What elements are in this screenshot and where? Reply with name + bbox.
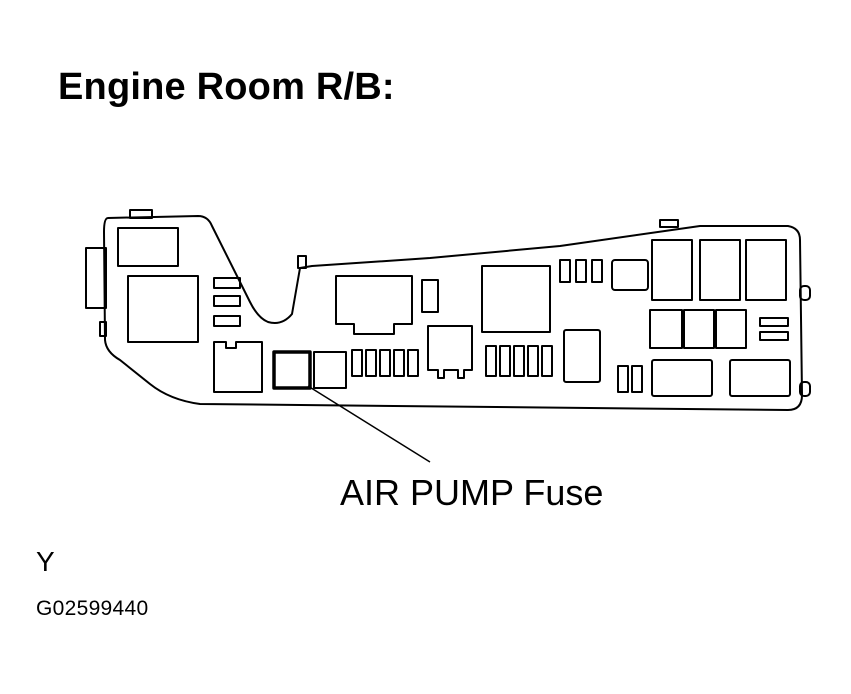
mini-fuse-1 [351,349,363,377]
mini-fuse-9 [527,345,539,377]
fuse-right-mini-2 [759,331,789,341]
fuse-small-1 [213,277,241,289]
figure-code: Y [36,546,55,577]
air-pump-fuse-label: AIR PUMP Fuse [340,472,604,513]
mini-fuse-3 [379,349,391,377]
mini-fuse-8 [513,345,525,377]
fuse-right-mini-1 [759,317,789,327]
fuse-wide-top-right [611,259,649,291]
fuse-next-to-air-pump [313,351,347,389]
air-pump-fuse [272,350,312,390]
connector-center [427,325,473,379]
housing-left-bracket [85,247,107,309]
relay-right-mid-2 [683,309,715,349]
fuse-bottom-right-2 [631,365,643,393]
relay-bottom-right-2 [729,359,791,397]
relay-right-mid-3 [715,309,747,349]
mini-fuse-7 [499,345,511,377]
housing-tab-top-right [659,219,679,228]
mini-fuse-10 [541,345,553,377]
relay-right-1 [651,239,693,301]
mini-fuse-2 [365,349,377,377]
relay-center [335,275,413,335]
relay-bottom-left [213,341,263,393]
mini-fuse-12 [575,259,587,283]
relay-right-2 [699,239,741,301]
figure-id: G02599440 [36,597,149,620]
relay-bottom-right-1 [651,359,713,397]
relay-block-outline [103,215,803,411]
housing-right-pin-top [799,285,811,301]
mini-fuse-11 [559,259,571,283]
callout-leader-line [307,385,431,463]
relay-left-top [117,227,179,267]
relay-small-right [563,329,601,383]
fuse-bottom-right-1 [617,365,629,393]
fuse-small-2 [213,295,241,307]
fuse-small-3 [213,315,241,327]
fuse-center-small [421,279,439,313]
housing-notch [297,255,307,269]
mini-fuse-6 [485,345,497,377]
relay-right-center [481,265,551,333]
housing-right-pin-bottom [799,381,811,397]
diagram-title: Engine Room R/B: [58,66,395,108]
mini-fuse-4 [393,349,405,377]
housing-tab-top [129,209,153,219]
relay-left-middle [127,275,199,343]
relay-right-mid-1 [649,309,683,349]
mini-fuse-5 [407,349,419,377]
housing-left-pin [99,321,107,337]
mini-fuse-13 [591,259,603,283]
relay-right-3 [745,239,787,301]
